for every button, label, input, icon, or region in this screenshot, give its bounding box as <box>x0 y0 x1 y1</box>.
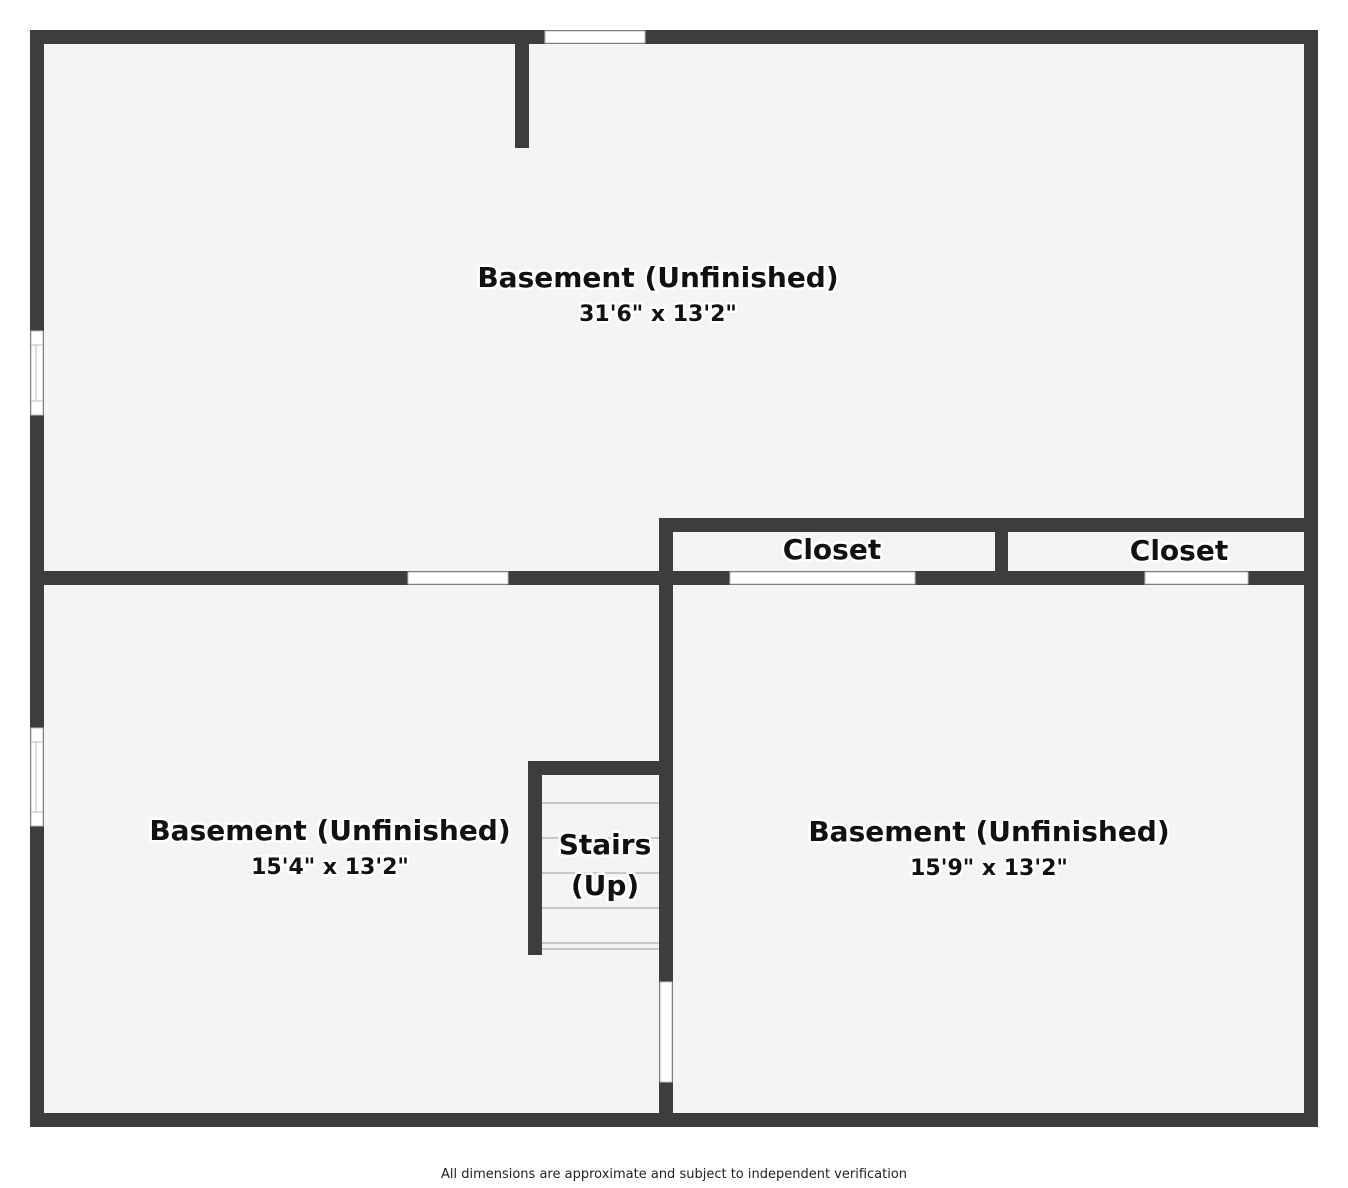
door-closet-right <box>1144 571 1249 585</box>
wall-closet-divider <box>995 518 1008 585</box>
upper-basement-name: Basement (Unfinished) <box>477 261 838 294</box>
lower-right-basement-dimensions: 15'9" x 13'2" <box>910 856 1068 881</box>
lower-right-basement-name: Basement (Unfinished) <box>808 815 1169 848</box>
room-labels: Basement (Unfinished) 31'6" x 13'2" Base… <box>147 259 1231 905</box>
closet-right-name: Closet <box>1130 534 1228 567</box>
lower-left-basement-name: Basement (Unfinished) <box>149 814 510 847</box>
stair-treads <box>542 775 659 953</box>
disclaimer-text: All dimensions are approximate and subje… <box>441 1167 907 1182</box>
stairs-label-line1: Stairs <box>559 828 652 861</box>
door-closet-left <box>729 571 916 585</box>
window-left-upper <box>30 330 44 416</box>
lower-right-basement-floor <box>673 585 1304 1113</box>
upper-basement-floor <box>44 44 1304 571</box>
upper-basement-dimensions: 31'6" x 13'2" <box>579 302 737 327</box>
wall-exterior-bottom <box>30 1113 1318 1127</box>
wall-central-vertical <box>659 518 673 1113</box>
lower-left-basement-dimensions: 15'4" x 13'2" <box>251 855 409 880</box>
door-central-lower <box>659 981 673 1083</box>
wall-stairs-left <box>528 761 542 955</box>
wall-stairs-top <box>528 761 659 775</box>
stairs-label-line2: (Up) <box>571 869 639 902</box>
wall-partial-top <box>515 44 529 148</box>
wall-closet-top <box>659 518 1310 532</box>
wall-exterior-right <box>1304 30 1318 1127</box>
wall-mid-horizontal <box>44 571 1304 585</box>
walls <box>30 30 1318 1127</box>
closet-left-name: Closet <box>783 533 881 566</box>
wall-exterior-top <box>30 30 1318 44</box>
closet-left-floor <box>673 532 995 571</box>
closet-right-floor <box>1008 532 1304 571</box>
openings <box>30 30 1249 1083</box>
window-top <box>544 30 646 44</box>
window-left-lower <box>30 727 44 827</box>
door-upper-to-lower-left <box>407 571 509 585</box>
wall-exterior-left <box>30 30 44 1127</box>
